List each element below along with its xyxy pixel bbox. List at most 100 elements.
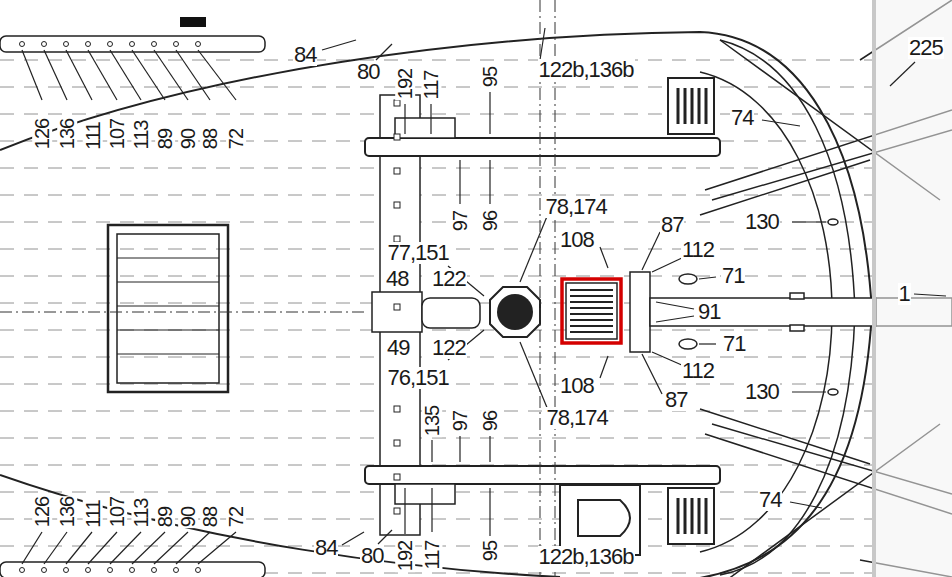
eyebolt — [828, 389, 838, 395]
pin-hole — [20, 42, 25, 47]
hatch-coaming — [108, 225, 228, 392]
leader-line — [154, 532, 188, 564]
callout-number: 84 — [314, 537, 338, 559]
callout-number: 96 — [480, 410, 500, 432]
leader-line — [600, 247, 608, 268]
callout-number: 49 — [386, 337, 410, 359]
pin-hole — [196, 42, 201, 47]
leader-line — [489, 436, 490, 462]
leader-line — [430, 104, 431, 134]
callout-number: 78,174 — [546, 407, 609, 429]
leader-line — [66, 50, 92, 100]
leader-line — [404, 104, 405, 134]
eyebolt — [828, 219, 838, 225]
leader-line — [176, 532, 210, 564]
leader-line — [404, 488, 405, 534]
pin-hole — [64, 568, 69, 573]
leader-line — [520, 214, 548, 282]
callout-number: 72 — [226, 506, 246, 528]
leader-line — [792, 391, 826, 392]
callout-number: 108 — [559, 375, 595, 397]
leader-line — [642, 354, 662, 394]
callout-number: 91 — [697, 301, 721, 323]
callout-number: 192 — [395, 540, 415, 572]
callout-number: 90 — [178, 128, 198, 150]
leader-line — [322, 40, 356, 50]
deck-plank-seam — [0, 168, 872, 169]
pin-hole — [42, 42, 47, 47]
pin-hole — [130, 42, 135, 47]
deck-plank-seam — [0, 195, 872, 196]
centre-lines — [0, 0, 555, 577]
callout-number: 112 — [681, 239, 715, 261]
rail-bolt — [394, 508, 400, 514]
hatch — [108, 225, 228, 392]
callout-number: 136 — [57, 118, 77, 150]
callout-number: 48 — [385, 268, 409, 290]
hatch-cover — [117, 234, 219, 383]
leader-line — [44, 532, 67, 564]
leader-line — [44, 50, 67, 100]
callout-number: 95 — [480, 66, 500, 88]
leader-line — [342, 532, 364, 545]
leader-line — [132, 50, 165, 100]
callout-number: 84 — [293, 44, 317, 66]
rail-bolt — [394, 304, 400, 310]
callout-number: 87 — [664, 389, 688, 411]
callout-number: 71 — [722, 333, 746, 355]
leader-line — [176, 50, 210, 100]
highlight-box — [562, 279, 621, 343]
winch-drum — [578, 500, 630, 536]
leader-line — [489, 488, 490, 536]
leader-line — [489, 92, 490, 134]
leader-line — [652, 257, 684, 272]
leader-line — [656, 302, 694, 309]
callout-number: 111 — [82, 499, 102, 528]
leader-line — [790, 502, 822, 508]
frame-line — [540, 0, 541, 577]
bowsprit-heel — [650, 298, 876, 326]
grating-frame — [566, 283, 617, 339]
callout-number: 122 — [431, 268, 467, 290]
vent-slats — [678, 498, 706, 534]
deck-plank-seam — [0, 438, 872, 439]
leader-line — [431, 488, 432, 532]
callout-number: 136 — [57, 496, 77, 528]
rail-bolt — [394, 440, 400, 446]
callout-number: 90 — [178, 506, 198, 528]
headsail-sheets — [700, 0, 952, 577]
pin-hole — [64, 42, 69, 47]
callout-number: 96 — [480, 210, 500, 232]
leader-line — [154, 50, 188, 100]
callout-number: 108 — [559, 229, 595, 251]
callout-number: 78,174 — [545, 196, 608, 218]
pin-hole — [130, 568, 135, 573]
capstan — [490, 287, 540, 337]
leader-line — [198, 532, 236, 564]
callout-number: 80 — [360, 545, 384, 567]
leader-line — [890, 62, 915, 86]
leader-line — [376, 44, 392, 60]
callout-number: 107 — [107, 118, 127, 150]
rail-bolt — [394, 202, 400, 208]
leader-line — [198, 50, 236, 100]
pin-hole — [86, 42, 91, 47]
callout-number: 74 — [730, 107, 754, 129]
winch — [560, 485, 640, 555]
callout-number: 126 — [32, 496, 52, 528]
belaying-pin-holes — [20, 42, 201, 573]
leader-line — [792, 221, 826, 222]
rail-bolt — [394, 100, 400, 106]
callout-number: 89 — [155, 506, 175, 528]
leader-line — [88, 50, 117, 100]
bitt-block — [372, 292, 422, 332]
pin-hole — [174, 42, 179, 47]
leader-line — [540, 28, 545, 60]
pin-hole — [42, 568, 47, 573]
callout-number: 76,151 — [387, 367, 450, 389]
leader-line — [132, 532, 165, 564]
page-gutter — [872, 0, 952, 577]
leader-line — [642, 232, 660, 270]
leader-line — [489, 160, 490, 204]
